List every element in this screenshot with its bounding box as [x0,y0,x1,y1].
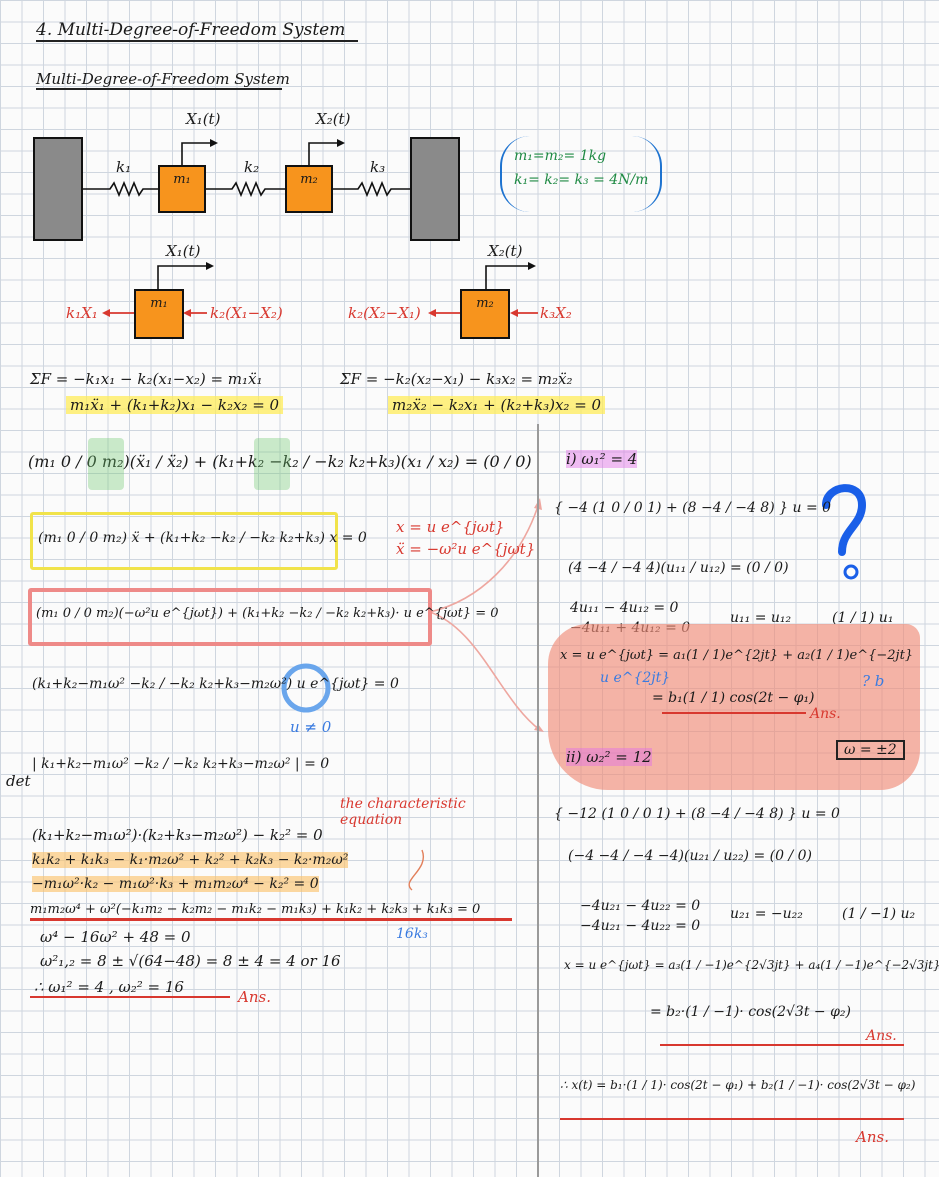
fbd-force-k3x2: k₃X₂ [540,304,572,322]
nonzero-note: u ≠ 0 [290,718,332,736]
note-16k3: 16k₃ [396,926,428,942]
case-1-line-1: 4u₁₁ − 4u₁₂ = 0 [570,600,679,616]
case-2-real-solution: = b₂·(1 / −1)· cos(2√3t − φ₂) [650,1004,851,1020]
case-1-mode-shape: (1 / 1) u₁ [832,610,894,626]
natural-frequencies-result: ∴ ω₁² = 4 , ω₂² = 16 [34,978,184,996]
case-2-general-solution: x = u e^{jωt} = a₃(1 / −1)e^{2√3jt} + a₄… [564,958,939,972]
parameters-bracket [500,136,662,212]
expansion-1: (k₁+k₂−m₁ω²)·(k₂+k₃−m₂ω²) − k₂² = 0 [32,826,323,844]
case-2-mode-shape: (1 / −1) u₂ [842,906,916,922]
k3-label: k₃ [370,158,386,176]
case-1-general-solution: x = u e^{jωt} = a₁(1 / 1)e^{2jt} + a₂(1 … [560,648,914,663]
answer-label-3: Ans. [866,1028,897,1044]
case-1-question: ? b [862,672,885,690]
roots-equation: ω²₁,₂ = 8 ± √(64−48) = 8 ± 4 = 4 or 16 [40,952,341,970]
fbd-x2-label: X₂(t) [488,242,523,260]
compact-eom-box [30,512,338,570]
case-1-title: i) ω₁² = 4 [566,450,638,468]
ansatz-displacement: x = u e^{jωt} [396,518,505,536]
section-subtitle: Multi-Degree-of-Freedom System [36,70,290,90]
case-2-title: ii) ω₂² = 12 [566,748,652,766]
substituted-eom-box [28,588,432,646]
page-title: 4. Multi-Degree-of-Freedom System [36,20,358,42]
expansion-3: −m₁ω²·k₂ − m₁ω²·k₃ + m₁m₂ω⁴ − k₂² = 0 [32,876,319,892]
right-wall [410,137,460,241]
answer-label-final: Ans. [856,1128,889,1146]
fbd-force-k2-x1-x2: k₂(X₁−X₂) [210,304,283,322]
case-1-underline [662,712,806,714]
characteristic-note: the characteristic equation [340,796,466,828]
fbd-mass-2: m₂ [460,289,510,339]
sum-forces-mass-1: ΣF = −k₁x₁ − k₂(x₁−x₂) = m₁ẍ₁ [30,370,263,388]
expansion-underline [30,918,512,921]
mass-1-block: m₁ [158,165,206,213]
case-1-real-solution: = b₁(1 / 1) cos(2t − φ₁) [652,690,815,706]
characteristic-matrix: (k₁+k₂−m₁ω² −k₂ / −k₂ k₂+k₃−m₂ω²) u e^{j… [32,676,399,692]
final-solution: ∴ x(t) = b₁·(1 / 1)· cos(2t − φ₁) + b₂(1… [560,1078,916,1092]
mass-2-block: m₂ [285,165,333,213]
eom-mass-2: m₂ẍ₂ − k₂x₁ + (k₂+k₃)x₂ = 0 [388,396,606,414]
final-underline [560,1118,904,1120]
fbd-x1-label: X₁(t) [166,242,201,260]
expansion-4: m₁m₂ω⁴ + ω²(−k₁m₂ − k₂m₂ − m₁k₂ − m₁k₃) … [30,902,481,917]
case-2-line-2: −4u₂₁ − 4u₂₂ = 0 [580,918,701,934]
x2-label: X₂(t) [316,110,351,128]
eom-mass-1: m₁ẍ₁ + (k₁+k₂)x₁ − k₂x₂ = 0 [66,396,284,414]
fbd-force-k2-x2-x1: k₂(X₂−X₁) [348,304,421,322]
mass-values: m₁=m₂= 1kg [514,148,607,164]
case-2-relation: u₂₁ = −u₂₂ [730,906,803,922]
fbd-mass-1: m₁ [134,289,184,339]
case-1-omega-box: ω = ±2 [836,740,905,760]
case-1-equation: { −4 (1 0 / 0 1) + (8 −4 / −4 8) } u = 0 [554,500,832,516]
case-1-solution-highlight [548,624,920,790]
displacement-vector-highlight [254,438,290,490]
stiffness-values: k₁= k₂= k₃ = 4N/m [514,172,649,188]
k2-label: k₂ [244,158,260,176]
compact-eom: (m₁ 0 / 0 m₂) ẍ + (k₁+k₂ −k₂ / −k₂ k₂+k₃… [38,530,367,546]
case-2-equation: { −12 (1 0 / 0 1) + (8 −4 / −4 8) } u = … [554,806,840,822]
x1-label: X₁(t) [186,110,221,128]
expansion-2: k₁k₂ + k₁k₃ − k₁·m₂ω² + k₂² + k₂k₃ − k₂·… [32,852,349,868]
sum-forces-mass-2: ΣF = −k₂(x₂−x₁) − k₃x₂ = m₂ẍ₂ [340,370,573,388]
determinant-equation: | k₁+k₂−m₁ω² −k₂ / −k₂ k₂+k₃−m₂ω² | = 0 [32,756,330,772]
result-underline [30,996,230,998]
case-1-relation: u₁₁ = u₁₂ [730,610,792,626]
case-2-line-1: −4u₂₁ − 4u₂₂ = 0 [580,898,701,914]
k1-label: k₁ [116,158,132,176]
column-divider [537,424,539,1177]
left-wall [33,137,83,241]
substituted-eom: (m₁ 0 / 0 m₂)(−ω²u e^{jωt}) + (k₁+k₂ −k₂… [36,606,499,621]
case-1-note: u e^{2jt} [600,670,671,686]
answer-label-2: Ans. [810,706,841,722]
case-2-matrix: (−4 −4 / −4 −4)(u₂₁ / u₂₂) = (0 / 0) [568,848,813,864]
fbd-force-k1x1: k₁X₁ [66,304,98,322]
answer-label-1: Ans. [238,988,271,1006]
characteristic-polynomial: ω⁴ − 16ω² + 48 = 0 [40,928,191,946]
case-1-matrix: (4 −4 / −4 4)(u₁₁ / u₁₂) = (0 / 0) [568,560,789,576]
det-label: det [6,772,31,790]
acceleration-vector-highlight [88,438,124,490]
matrix-eom: (m₁ 0 / 0 m₂)(ẍ₁ / ẍ₂) + (k₁+k₂ −k₂ / −k… [28,452,532,471]
case-2-underline [660,1044,904,1046]
ansatz-acceleration: ẍ = −ω²u e^{jωt} [396,540,536,558]
